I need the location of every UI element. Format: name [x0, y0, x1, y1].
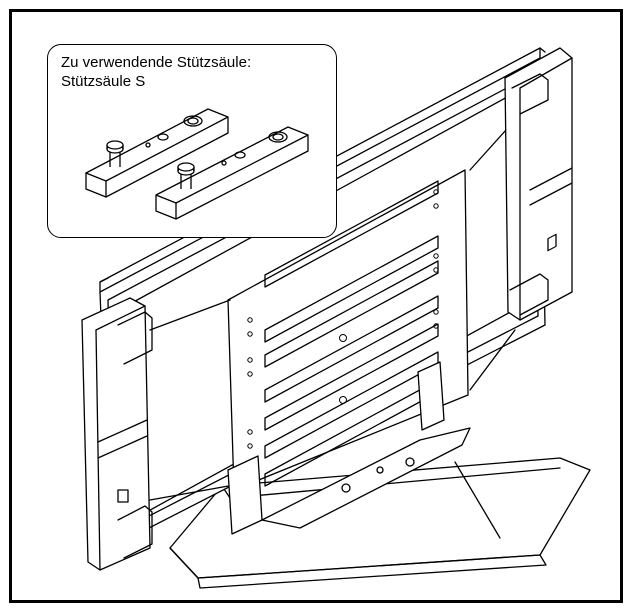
support-column-s-left [85, 108, 229, 198]
support-columns-illustration [85, 108, 309, 220]
callout-caption-line-1: Zu verwendende Stützsäule: [61, 54, 252, 71]
screw-holes [247, 189, 439, 449]
support-column-callout: Zu verwendende Stützsäule: Stützsäule S [47, 44, 337, 238]
callout-caption: Zu verwendende Stützsäule: Stützsäule S [61, 53, 251, 91]
callout-caption-line-2: Stützsäule S [61, 73, 146, 90]
left-speaker [81, 297, 153, 571]
right-speaker [504, 47, 573, 321]
display-panel [99, 47, 546, 549]
stand-column [227, 361, 471, 535]
support-column-s-right [155, 126, 309, 220]
